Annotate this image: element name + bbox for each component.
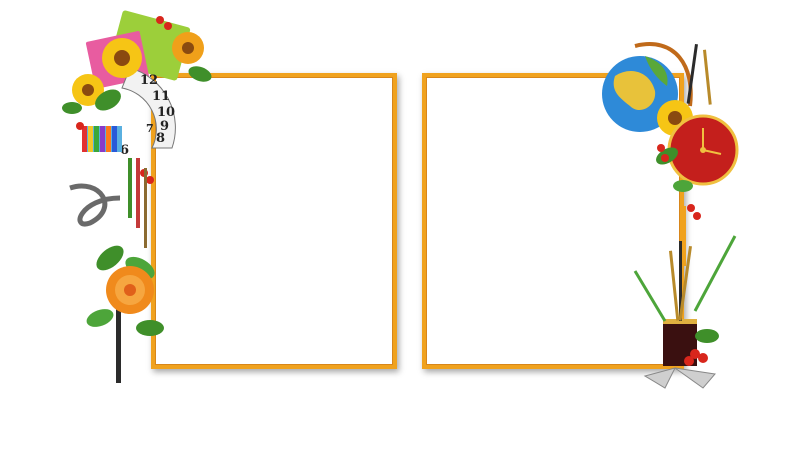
dahlia-icon bbox=[106, 266, 154, 314]
wall-clock-icon bbox=[667, 114, 739, 186]
dial-number: 11 bbox=[152, 89, 170, 104]
clock-dial-icon: 12 11 10 9 8 7 6 bbox=[120, 67, 176, 158]
leaves-icon bbox=[656, 144, 701, 220]
ribbon-icon bbox=[643, 367, 716, 389]
leaves-icon bbox=[62, 16, 212, 184]
dial-number: 10 bbox=[157, 105, 175, 120]
dial-number: 6 bbox=[120, 143, 129, 158]
dial-number: 12 bbox=[140, 73, 158, 88]
sunflower-icon bbox=[72, 74, 104, 106]
floral-cluster-left: 12 11 10 9 8 7 6 bbox=[62, 10, 212, 383]
dial-number: 7 bbox=[146, 122, 154, 135]
brushes-icon bbox=[128, 158, 147, 248]
dial-number: 8 bbox=[156, 131, 165, 146]
floral-cluster-right bbox=[602, 42, 739, 389]
brush-pot-icon bbox=[633, 235, 737, 366]
pencils-icon bbox=[82, 126, 122, 152]
photo-frame-left bbox=[151, 73, 397, 369]
sunflower-icon bbox=[172, 32, 204, 64]
brushes-icon bbox=[686, 44, 712, 105]
dial-number: 9 bbox=[160, 119, 169, 134]
sunflower-icon bbox=[102, 38, 142, 78]
ribbon-icon bbox=[69, 183, 121, 227]
